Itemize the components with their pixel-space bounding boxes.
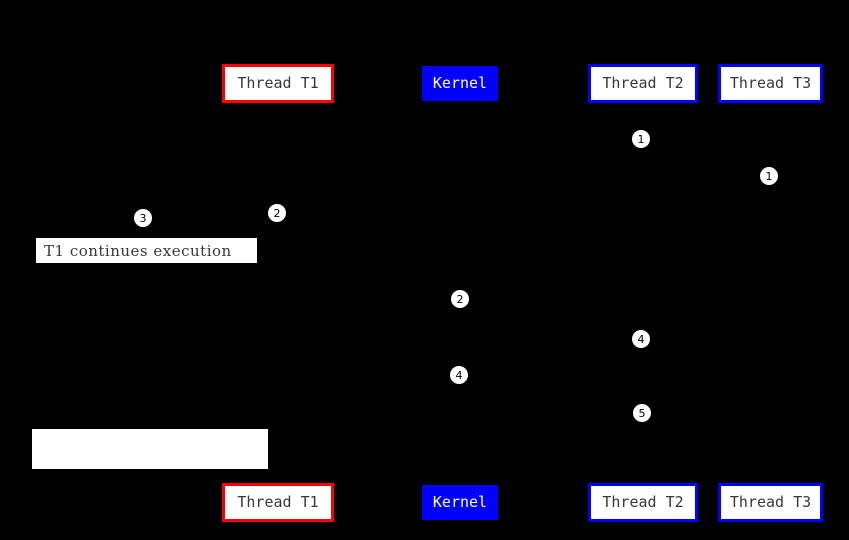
participant-bottom-kernel: Kernel bbox=[422, 485, 498, 520]
lifeline-thread-t1 bbox=[278, 103, 279, 483]
step-circle-2-kernel: 2 bbox=[451, 290, 469, 308]
participant-top-thread-t2: Thread T2 bbox=[588, 64, 698, 103]
step-circle-1-thread-t3: 1 bbox=[760, 167, 778, 185]
lifeline-thread-t2 bbox=[643, 103, 644, 483]
participant-label: Kernel bbox=[432, 74, 488, 92]
participant-label: Thread T3 bbox=[729, 493, 812, 511]
step-circle-4-thread-t2: 4 bbox=[632, 330, 650, 348]
participant-label: Thread T1 bbox=[237, 74, 319, 92]
step-circle-5-thread-t2: 5 bbox=[633, 404, 651, 422]
step-circle-4-kernel: 4 bbox=[450, 366, 468, 384]
step-circle-1-thread-t2: 1 bbox=[632, 130, 650, 148]
note-box-empty bbox=[32, 429, 268, 469]
participant-top-kernel: Kernel bbox=[422, 66, 498, 101]
participant-label: Thread T3 bbox=[729, 74, 812, 92]
participant-bottom-thread-t3: Thread T3 bbox=[718, 483, 823, 522]
step-circle-2-thread-t1: 2 bbox=[268, 204, 286, 222]
participant-bottom-thread-t1: Thread T1 bbox=[222, 483, 334, 522]
participant-label: Thread T2 bbox=[602, 493, 684, 511]
participant-label: Thread T2 bbox=[602, 74, 684, 92]
note-box-t1-continues-execution: T1 continues execution bbox=[36, 238, 257, 263]
participant-top-thread-t1: Thread T1 bbox=[222, 64, 334, 103]
participant-bottom-thread-t2: Thread T2 bbox=[588, 483, 698, 522]
participant-label: Kernel bbox=[432, 493, 488, 511]
note-text: T1 continues execution bbox=[44, 241, 232, 260]
lifeline-thread-t3 bbox=[770, 103, 771, 483]
step-circle-3-thread-t1: 3 bbox=[134, 209, 152, 227]
participant-label: Thread T1 bbox=[237, 493, 319, 511]
participant-top-thread-t3: Thread T3 bbox=[718, 64, 823, 103]
